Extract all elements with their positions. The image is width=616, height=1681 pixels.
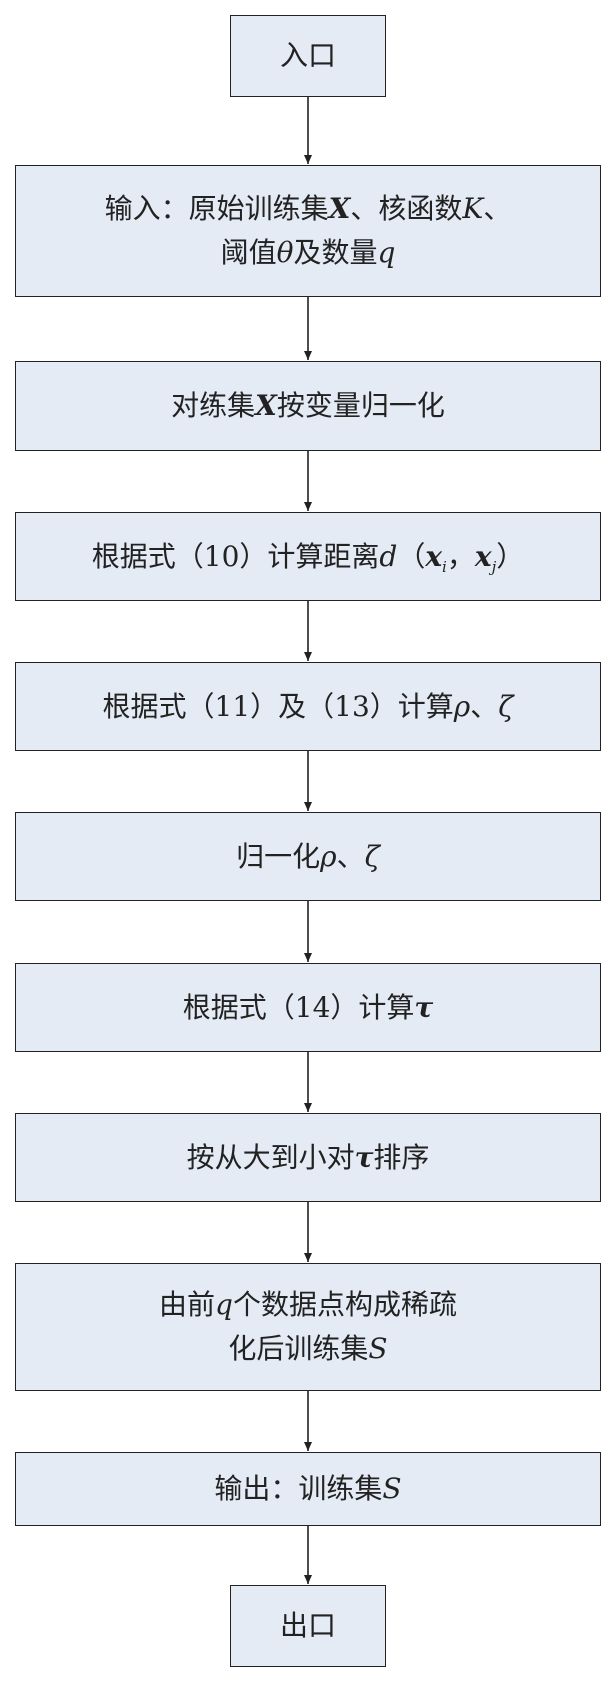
sort-label: 按从大到小对τ排序 xyxy=(186,1140,430,1174)
output-node: 输出：训练集S xyxy=(15,1452,601,1526)
exit-label: 出口 xyxy=(279,1609,336,1642)
normalize-x-node: 对练集X按变量归一化 xyxy=(15,361,601,451)
build-set-node: 由前q个数据点构成稀疏 化后训练集S xyxy=(15,1263,601,1391)
distance-node: 根据式（10）计算距离d（xi，xj） xyxy=(15,512,601,601)
input-node: 输入：原始训练集X、核函数K、 阈值θ及数量q xyxy=(15,165,601,297)
sort-node: 按从大到小对τ排序 xyxy=(15,1113,601,1202)
build-set-label: 由前q个数据点构成稀疏 化后训练集S xyxy=(159,1288,457,1365)
entry-label: 入口 xyxy=(279,39,336,72)
normalize-rho-zeta-node: 归一化ρ、ζ xyxy=(15,812,601,901)
input-label: 输入：原始训练集X、核函数K、 阈值θ及数量q xyxy=(104,192,512,269)
tau-label: 根据式（14）计算τ xyxy=(182,990,434,1024)
rho-zeta-node: 根据式（11）及（13）计算ρ、ζ xyxy=(15,662,601,751)
normalize-rho-zeta-label: 归一化ρ、ζ xyxy=(236,839,380,873)
output-label: 输出：训练集S xyxy=(214,1472,402,1505)
normalize-x-label: 对练集X按变量归一化 xyxy=(171,389,445,422)
distance-label: 根据式（10）计算距离d（xi，xj） xyxy=(91,539,525,576)
exit-node: 出口 xyxy=(230,1585,386,1667)
rho-zeta-label: 根据式（11）及（13）计算ρ、ζ xyxy=(102,689,514,723)
entry-node: 入口 xyxy=(230,15,386,97)
tau-node: 根据式（14）计算τ xyxy=(15,963,601,1052)
